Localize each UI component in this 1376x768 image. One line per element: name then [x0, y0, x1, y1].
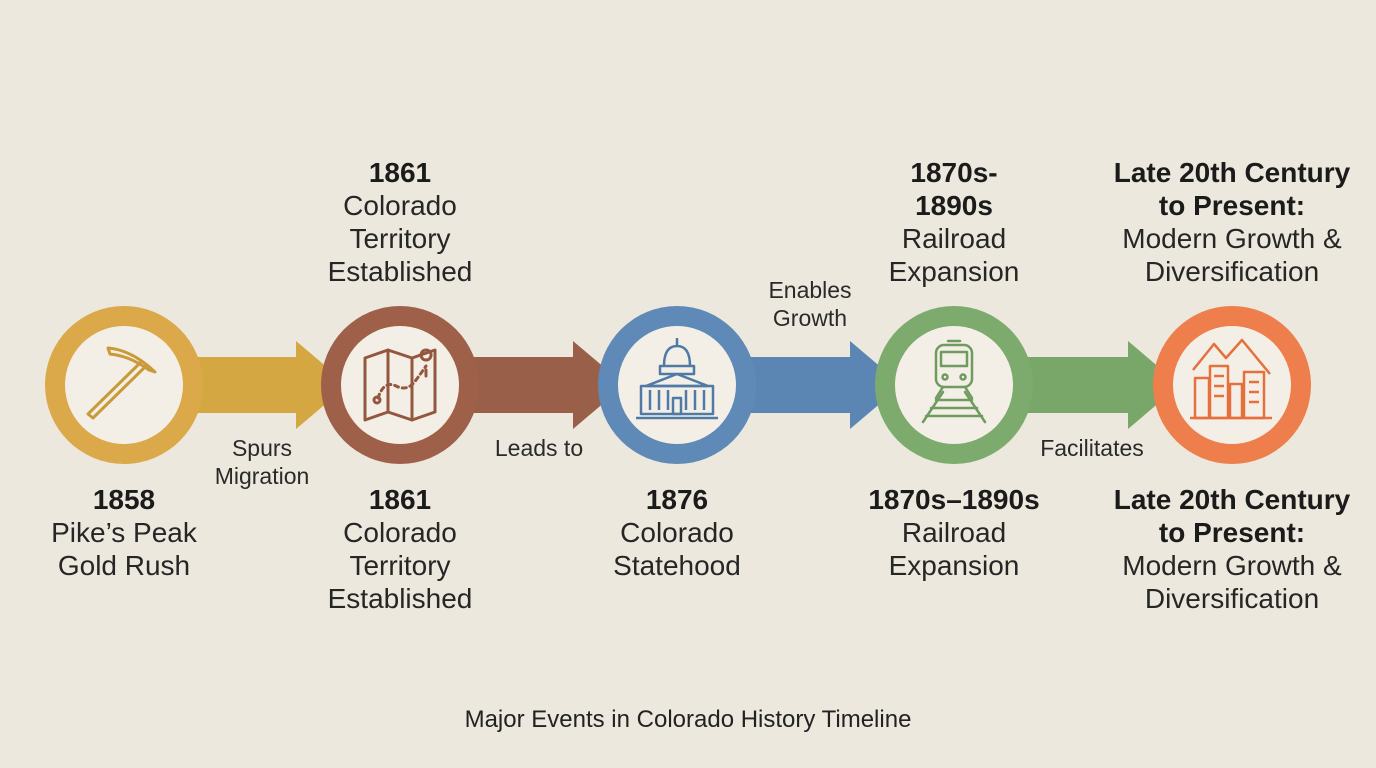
event-title-line: Railroad: [901, 223, 1007, 254]
connector-line: Enables: [768, 277, 852, 303]
event-year-line: to Present:: [1158, 190, 1306, 221]
connector-arrow: [184, 341, 348, 429]
event-title-line: Modern Growth &: [1122, 223, 1342, 254]
event-node-1861: [321, 306, 479, 464]
event-year: 1861: [368, 484, 432, 515]
event-label-top-railroad: 1870s- 1890s Railroad Expansion: [854, 156, 1054, 288]
event-title-line: Pike’s Peak: [51, 517, 197, 548]
event-label-bottom-1858: 1858 Pike’s Peak Gold Rush: [24, 483, 224, 582]
event-title-line: Established: [327, 256, 473, 287]
timeline-arrows: [184, 341, 1180, 429]
event-label-top-modern: Late 20th Century to Present: Modern Gro…: [1102, 156, 1362, 288]
event-title-line: Expansion: [888, 550, 1020, 581]
event-year: 1870s–1890s: [868, 484, 1040, 515]
event-year: 1858: [92, 484, 156, 515]
event-title-line: Colorado: [343, 190, 457, 221]
node-disc: [895, 326, 1013, 444]
event-year-line: Late 20th Century: [1113, 484, 1351, 515]
event-year: 1861: [368, 157, 432, 188]
event-node-1858: [45, 306, 203, 464]
connector-line: Spurs: [231, 435, 293, 461]
event-year: 1876: [645, 484, 709, 515]
capitol-icon: [636, 338, 718, 420]
connector-label-leads-to: Leads to: [469, 434, 609, 462]
connector-arrow: [460, 341, 625, 429]
event-year-line: 1870s-: [910, 157, 998, 188]
event-title-line: Colorado: [343, 517, 457, 548]
event-title-line: Colorado: [620, 517, 734, 548]
event-label-bottom-1876: 1876 Colorado Statehood: [577, 483, 777, 582]
event-label-top-1861: 1861 Colorado Territory Established: [300, 156, 500, 288]
connector-label-spurs-migration: Spurs Migration: [192, 434, 332, 490]
diagram-caption: Major Events in Colorado History Timelin…: [464, 706, 912, 733]
connector-line: Migration: [214, 463, 310, 489]
connector-line: Growth: [772, 305, 848, 331]
event-year-line: 1890s: [915, 190, 993, 221]
event-label-bottom-railroad: 1870s–1890s Railroad Expansion: [834, 483, 1074, 582]
connector-arrow: [1014, 341, 1180, 429]
event-node-1870s-1890s: [875, 306, 1033, 464]
event-title-line: Diversification: [1144, 583, 1320, 614]
node-disc: [65, 326, 183, 444]
connector-arrow: [737, 341, 902, 429]
event-label-bottom-modern: Late 20th Century to Present: Modern Gro…: [1102, 483, 1362, 615]
event-title-line: Established: [327, 583, 473, 614]
connector-label-enables-growth: Enables Growth: [740, 276, 880, 332]
event-label-bottom-1861: 1861 Colorado Territory Established: [300, 483, 500, 615]
event-year-line: Late 20th Century: [1113, 157, 1351, 188]
event-title-line: Expansion: [888, 256, 1020, 287]
connector-label-facilitates: Facilitates: [1022, 434, 1162, 462]
event-year-line: to Present:: [1158, 517, 1306, 548]
event-title-line: Statehood: [613, 550, 741, 581]
train-icon: [921, 339, 987, 424]
connector-line: Leads to: [494, 435, 584, 461]
event-title-line: Railroad: [901, 517, 1007, 548]
connector-line: Facilitates: [1040, 435, 1144, 461]
event-title-line: Territory: [349, 223, 451, 254]
city-mountains-icon: [1190, 338, 1272, 420]
event-title-line: Modern Growth &: [1122, 550, 1342, 581]
event-title-line: Gold Rush: [57, 550, 191, 581]
pickaxe-icon: [86, 346, 157, 420]
event-title-line: Territory: [349, 550, 451, 581]
map-icon: [363, 348, 437, 422]
node-disc: [341, 326, 459, 444]
event-title-line: Diversification: [1144, 256, 1320, 287]
